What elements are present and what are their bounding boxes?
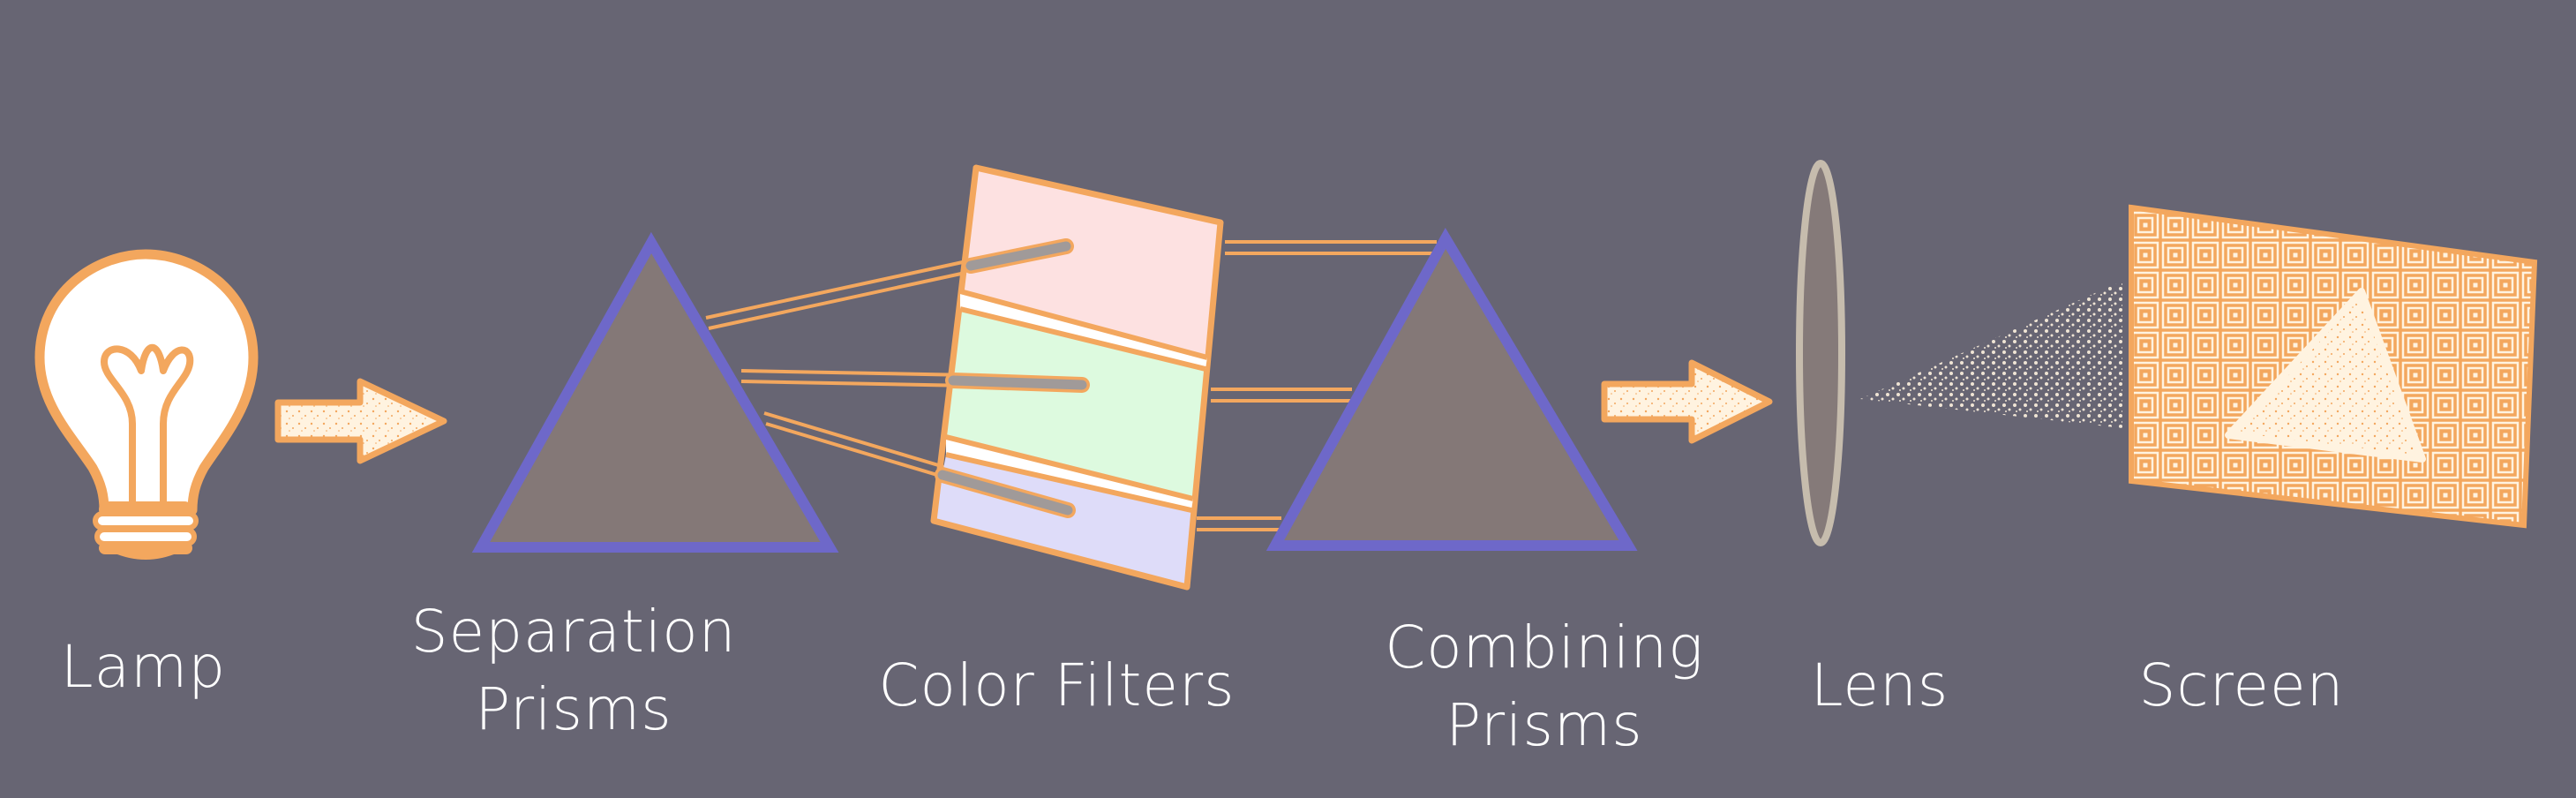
separation-prisms-label-line1: Separation [410,598,737,666]
combining-prism-shape [1265,227,1638,551]
lens-label-text: Lens [1810,651,1949,719]
combining-prisms-label-line1: Combining [1385,614,1704,681]
color-filters-panel [930,164,1224,591]
lamp-label: Lamp [35,629,252,706]
light-arrow-icon [274,378,447,464]
separation-prisms-label-line2: Prisms [475,675,672,743]
combined-light-arrow-icon [1601,359,1773,444]
projection-screen-shape [2129,204,2538,529]
lamp-label-text: Lamp [60,633,227,701]
color-filters-label-text: Color Filters [878,651,1235,719]
combining-prisms-label: Combining Prisms [1363,609,1725,764]
screen-label: Screen [2122,647,2361,725]
combining-prisms-label-line2: Prisms [1446,691,1643,759]
filtered-light-beams [1197,240,1438,531]
lamp-bulb-icon [34,249,259,560]
color-filters-label: Color Filters [860,647,1253,725]
separated-light-beams [705,259,974,482]
lens-label: Lens [1787,647,1972,725]
lens-shape [1796,160,1845,546]
separation-prisms-label: Separation Prisms [397,593,750,749]
separation-prism-shape [471,231,839,553]
projection-beam [1860,281,2122,428]
screen-label-text: Screen [2138,651,2345,719]
